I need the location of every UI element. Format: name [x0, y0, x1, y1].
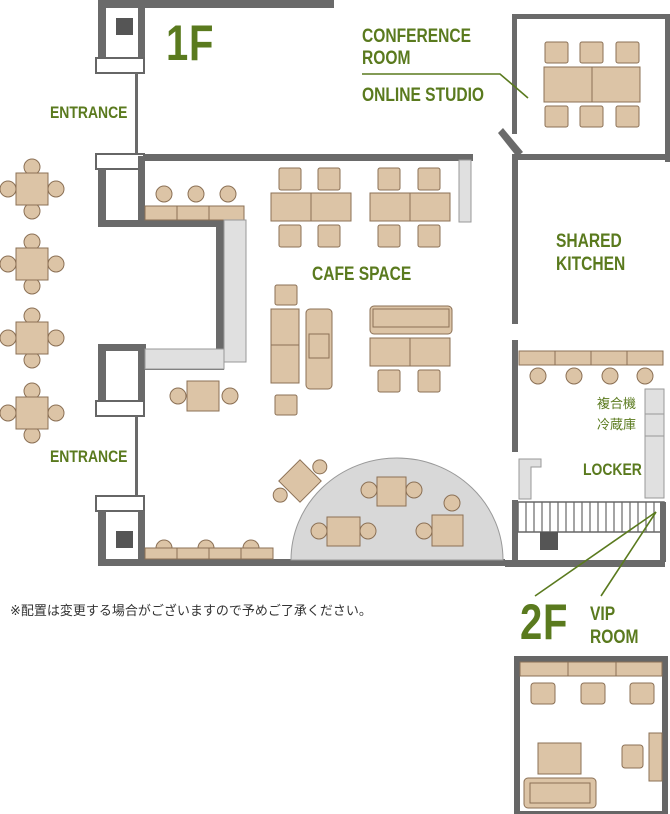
- vip-room: [514, 656, 668, 814]
- layout-change-note: ※配置は変更する場合がございますので予めご了承ください。: [10, 604, 372, 619]
- kitchen-furniture: [517, 350, 666, 562]
- entrance-top-label: ENTRANCE: [50, 103, 128, 122]
- column: [116, 531, 133, 548]
- outdoor-seating: [0, 158, 65, 444]
- shared-kitchen-label-line2: KITCHEN: [556, 254, 626, 275]
- conference-room-label-line2: ROOM: [362, 48, 411, 69]
- cafe-furniture: [144, 159, 504, 561]
- entrance-bottom-label: ENTRANCE: [50, 447, 128, 466]
- column: [116, 18, 133, 35]
- locker-label: LOCKER: [583, 460, 642, 479]
- floor-1f-label: 1F: [166, 15, 215, 71]
- online-studio-label: ONLINE STUDIO: [362, 85, 485, 106]
- conference-furniture: [543, 41, 641, 128]
- fridge-label: 冷蔵庫: [597, 417, 637, 432]
- floor-2f-label: 2F: [520, 594, 569, 650]
- cafe-space-label: CAFE SPACE: [312, 264, 412, 285]
- walls-1f: [95, 0, 670, 567]
- conference-room-label-line1: CONFERENCE: [362, 26, 472, 47]
- shared-kitchen-label-line1: SHARED: [556, 231, 622, 252]
- vip-room-label-line2: ROOM: [590, 627, 639, 648]
- copier-label: 複合機: [597, 396, 637, 411]
- vip-room-label-line1: VIP: [590, 604, 616, 625]
- pointer-lines: [362, 73, 657, 597]
